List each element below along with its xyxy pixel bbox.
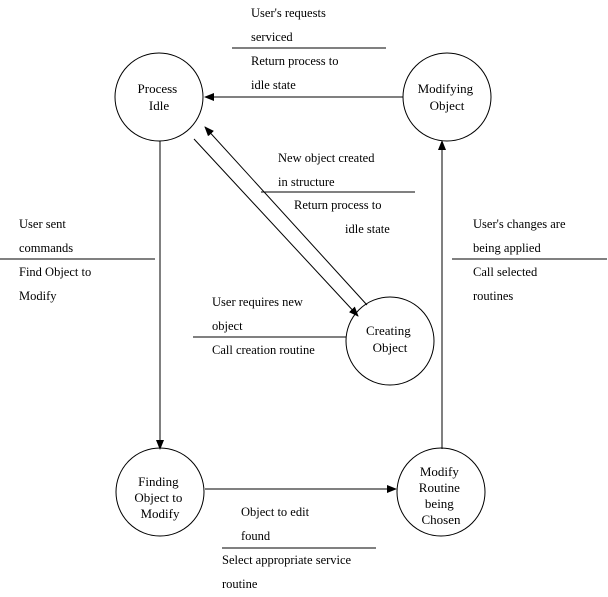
event-text-cont: serviced — [251, 30, 293, 44]
action-text: Select appropriate service — [222, 553, 352, 567]
state-process-idle: Process Idle — [114, 52, 204, 142]
event-text-cont: commands — [19, 241, 74, 255]
action-text: Call creation routine — [212, 343, 315, 357]
action-text: Return process to — [251, 54, 339, 68]
svg-text:Modify Routine bei: Modify Routine being Chosen — [419, 464, 463, 527]
action-text: Return process to — [294, 198, 382, 212]
event-text-cont: found — [241, 529, 271, 543]
event-text: User requires new — [212, 295, 303, 309]
label-creating-to-idle: New object created in structure — [278, 146, 374, 194]
state-finding-object: Finding Object to Modify — [115, 447, 205, 537]
svg-text:Creating Object: Creating Object — [366, 323, 414, 355]
event-text: User sent — [19, 217, 66, 231]
action-text-cont: routines — [473, 289, 514, 303]
label-idle-to-creating: User requires new object Call creation r… — [212, 290, 315, 362]
event-text-cont: in structure — [278, 175, 335, 189]
label-routine-to-modifying: User's changes are being applied Call se… — [473, 212, 566, 308]
event-text: New object created — [278, 151, 375, 165]
label-creating-to-idle-action: Return process to idle state — [294, 193, 390, 241]
label-finding-to-routine-action: Select appropriate service routine — [222, 548, 351, 596]
event-text: User's requests — [251, 6, 326, 20]
event-text: User's changes are — [473, 217, 566, 231]
action-text-cont: idle state — [251, 78, 296, 92]
svg-text:Process Idle: Process Idle — [138, 81, 181, 113]
action-text: Call selected — [473, 265, 538, 279]
event-text-cont: object — [212, 319, 243, 333]
action-text: Find Object to — [19, 265, 92, 279]
state-creating-object: Creating Object — [345, 296, 435, 386]
action-text-cont: idle state — [345, 222, 390, 236]
event-text-cont: being applied — [473, 241, 541, 255]
action-text-cont: routine — [222, 577, 258, 591]
svg-text:Modifying Object: Modifying Object — [418, 81, 477, 113]
svg-text:Finding Object to: Finding Object to Modify — [134, 474, 185, 521]
label-finding-to-routine: Object to edit found — [241, 500, 309, 548]
label-idle-to-finding: User sent commands Find Object to Modify — [19, 212, 91, 308]
state-modifying-object: Modifying Object — [402, 52, 492, 142]
arrow-creating-to-idle — [204, 126, 368, 306]
arrow-idle-to-creating — [193, 138, 359, 317]
label-modify-to-idle: User's requests serviced Return process … — [251, 1, 366, 97]
state-modify-routine: Modify Routine being Chosen — [396, 447, 486, 537]
action-text-cont: Modify — [19, 289, 57, 303]
event-text: Object to edit — [241, 505, 310, 519]
